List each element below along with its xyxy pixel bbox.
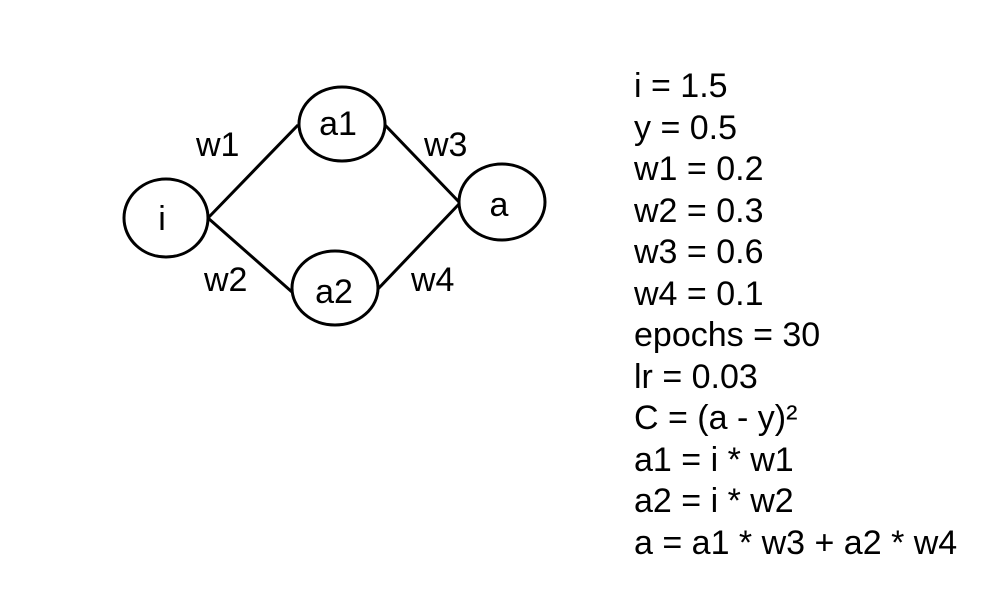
- equation-line: w4 = 0.1: [634, 274, 764, 313]
- edge-label-w3: w3: [423, 126, 467, 164]
- edge-a2-a: [375, 201, 462, 292]
- edge-i-a2: [207, 216, 293, 294]
- node-a: [457, 162, 547, 242]
- edge-label-w2: w2: [203, 261, 247, 299]
- edge-a1-a: [383, 123, 462, 205]
- equation-line: a1 = i * w1: [634, 440, 794, 479]
- node-a1: [297, 85, 387, 163]
- equation-line: w1 = 0.2: [634, 150, 764, 188]
- equation-line: a = a1 * w3 + a2 * w4: [634, 523, 958, 562]
- equation-line: w2 = 0.3: [634, 191, 764, 230]
- equation-line: y = 0.5: [634, 108, 738, 147]
- node-i: [122, 177, 210, 259]
- edge-label-w1: w1: [195, 126, 239, 164]
- equation-line: i = 1.5: [634, 67, 728, 105]
- node-a-label: a: [490, 186, 509, 224]
- node-a1-label: a1: [319, 105, 357, 143]
- node-a2: [290, 249, 380, 327]
- equation-line: C = (a - y)²: [634, 399, 798, 437]
- equation-line: w3 = 0.6: [634, 233, 764, 271]
- equation-line: lr = 0.03: [634, 357, 758, 396]
- edge-label-w4: w4: [410, 261, 454, 299]
- node-i-label: i: [158, 200, 166, 238]
- parameter-list: i = 1.5 y = 0.5 w1 = 0.2 w2 = 0.3 w3 = 0…: [634, 66, 957, 564]
- equation-line: a2 = i * w2: [634, 482, 794, 520]
- edge-i-a1: [206, 123, 300, 220]
- neural-network-diagram: i a1 a2 a w1 w2 w3 w4: [122, 85, 547, 327]
- equation-line: epochs = 30: [634, 316, 821, 354]
- node-a2-label: a2: [315, 273, 353, 311]
